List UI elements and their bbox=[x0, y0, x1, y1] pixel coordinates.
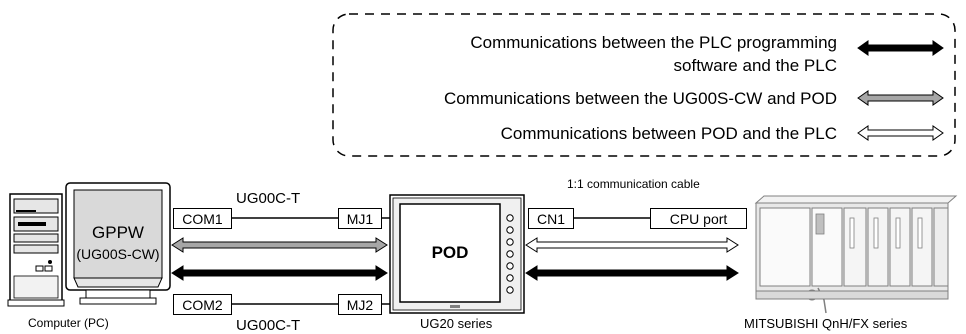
pc-monitor-icon bbox=[65, 182, 171, 305]
plc-rack-icon bbox=[754, 195, 958, 314]
legend-ug00s-pod: Communications between the UG00S-CW and … bbox=[443, 89, 837, 108]
legend-plc-software-line2: software and the PLC bbox=[673, 56, 837, 75]
pc-software-sub-label: (UG00S-CW) bbox=[76, 246, 160, 262]
cable-lower-label: UG00C-T bbox=[236, 317, 301, 334]
com2-port-box: COM2 bbox=[173, 294, 232, 315]
pod-plc-white-arrow bbox=[525, 237, 739, 253]
cable-plc-label: 1:1 communication cable bbox=[567, 177, 700, 191]
legend-frame bbox=[332, 13, 956, 157]
legend-white-arrow bbox=[857, 125, 944, 141]
plc-caption: MITSUBISHI QnH/FX series bbox=[744, 316, 908, 331]
legend-plc-software-line1: Communications between the PLC programmi… bbox=[470, 33, 837, 52]
pod-caption: UG20 series bbox=[420, 316, 493, 331]
pod-name-label: POD bbox=[431, 243, 469, 262]
cn1-port-box: CN1 bbox=[528, 208, 574, 229]
cable-upper-label: UG00C-T bbox=[236, 190, 301, 207]
pc-software-label: GPPW bbox=[92, 223, 144, 242]
legend-black-arrow bbox=[857, 40, 944, 56]
legend-pod-plc: Communications between POD and the PLC bbox=[500, 124, 837, 143]
com1-port-box: COM1 bbox=[173, 208, 232, 229]
legend-gray-arrow bbox=[857, 90, 944, 106]
cpu-port-box: CPU port bbox=[650, 208, 747, 229]
mj1-port-box: MJ1 bbox=[338, 208, 382, 229]
pc-tower-icon bbox=[7, 193, 65, 307]
pc-pod-black-arrow bbox=[171, 265, 388, 281]
pc-caption: Computer (PC) bbox=[28, 316, 109, 330]
pod-panel-icon bbox=[389, 194, 525, 314]
pod-plc-black-arrow bbox=[525, 265, 739, 281]
mj2-port-box: MJ2 bbox=[338, 294, 382, 315]
pc-pod-gray-arrow bbox=[171, 237, 388, 253]
